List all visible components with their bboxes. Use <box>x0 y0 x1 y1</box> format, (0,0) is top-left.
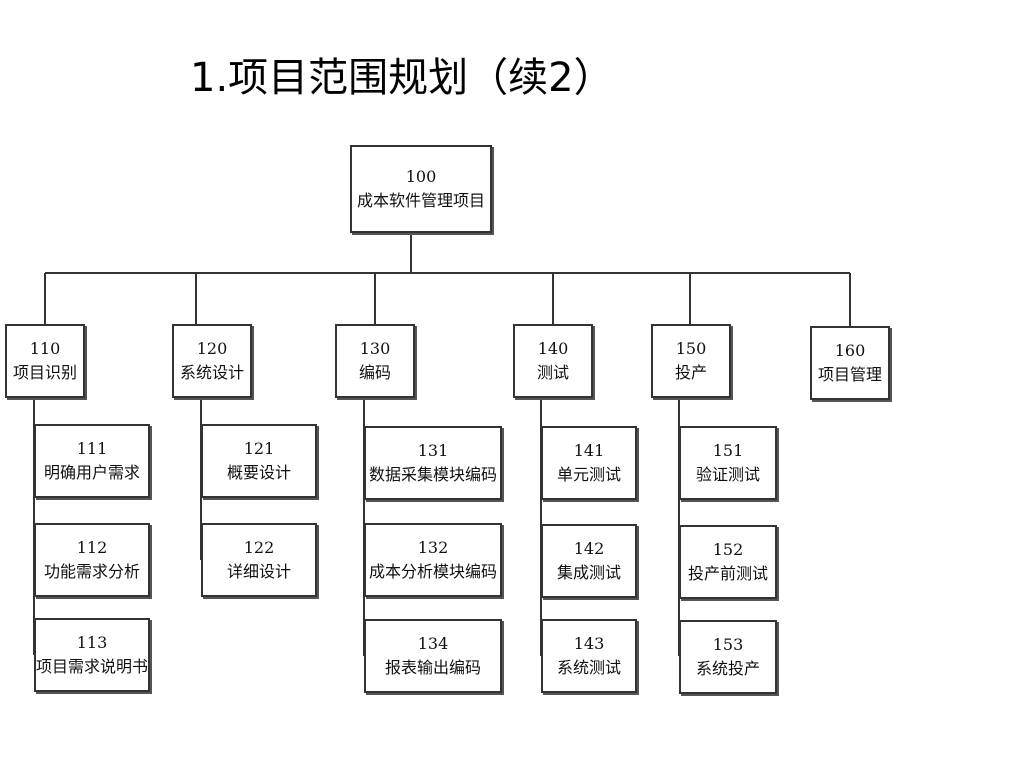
wbs-node-100: 100 成本软件管理项目 <box>350 145 492 233</box>
node-code: 120 <box>196 339 228 358</box>
wbs-node-150: 150 投产 <box>651 324 731 398</box>
wbs-node-143: 143 系统测试 <box>541 619 637 693</box>
node-label: 概要设计 <box>226 463 291 482</box>
node-label: 详细设计 <box>226 562 291 581</box>
node-code: 160 <box>834 341 866 360</box>
node-label: 验证测试 <box>695 465 760 484</box>
node-code: 110 <box>29 339 61 358</box>
wbs-node-152: 152 投产前测试 <box>679 525 777 599</box>
node-code: 140 <box>537 339 569 358</box>
wbs-node-141: 141 单元测试 <box>541 426 637 500</box>
node-label: 成本软件管理项目 <box>356 191 485 210</box>
node-label: 系统测试 <box>556 658 621 677</box>
node-code: 112 <box>76 538 108 557</box>
node-label: 项目需求说明书 <box>36 657 149 676</box>
node-code: 153 <box>712 635 744 654</box>
node-label: 数据采集模块编码 <box>368 465 497 484</box>
wbs-node-120: 120 系统设计 <box>172 324 252 398</box>
slide-title: 1.项目范围规划（续2） <box>190 55 614 101</box>
wbs-node-122: 122 详细设计 <box>201 523 317 597</box>
wbs-node-110: 110 项目识别 <box>5 324 85 398</box>
node-label: 集成测试 <box>556 563 621 582</box>
node-code: 121 <box>243 439 275 458</box>
node-code: 111 <box>76 439 108 458</box>
node-code: 143 <box>573 634 605 653</box>
wbs-node-111: 111 明确用户需求 <box>34 424 150 498</box>
node-label: 测试 <box>536 363 569 382</box>
wbs-node-112: 112 功能需求分析 <box>34 523 150 597</box>
wbs-node-131: 131 数据采集模块编码 <box>364 426 502 500</box>
node-code: 134 <box>417 634 449 653</box>
wbs-node-132: 132 成本分析模块编码 <box>364 523 502 597</box>
node-code: 113 <box>76 633 108 652</box>
node-code: 152 <box>712 540 744 559</box>
node-label: 明确用户需求 <box>43 463 140 482</box>
node-label: 成本分析模块编码 <box>368 562 497 581</box>
node-code: 131 <box>417 441 449 460</box>
wbs-node-151: 151 验证测试 <box>679 426 777 500</box>
node-code: 132 <box>417 538 449 557</box>
wbs-node-142: 142 集成测试 <box>541 524 637 598</box>
node-code: 122 <box>243 538 275 557</box>
wbs-node-130: 130 编码 <box>335 324 415 398</box>
node-code: 150 <box>675 339 707 358</box>
wbs-node-113: 113 项目需求说明书 <box>34 618 150 692</box>
node-code: 141 <box>573 441 605 460</box>
node-label: 投产前测试 <box>687 564 768 583</box>
node-label: 系统投产 <box>695 659 760 678</box>
node-code: 151 <box>712 441 744 460</box>
wbs-node-134: 134 报表输出编码 <box>364 619 502 693</box>
node-label: 系统设计 <box>179 363 244 382</box>
node-label: 项目识别 <box>12 363 77 382</box>
node-label: 项目管理 <box>817 365 882 384</box>
node-label: 功能需求分析 <box>43 562 140 581</box>
node-code: 100 <box>405 167 437 186</box>
node-label: 编码 <box>358 363 391 382</box>
node-code: 130 <box>359 339 391 358</box>
node-label: 单元测试 <box>556 465 621 484</box>
node-code: 142 <box>573 539 605 558</box>
wbs-node-153: 153 系统投产 <box>679 620 777 694</box>
node-label: 报表输出编码 <box>384 658 481 677</box>
node-label: 投产 <box>674 363 707 382</box>
wbs-node-160: 160 项目管理 <box>810 326 890 400</box>
wbs-node-140: 140 测试 <box>513 324 593 398</box>
wbs-node-121: 121 概要设计 <box>201 424 317 498</box>
